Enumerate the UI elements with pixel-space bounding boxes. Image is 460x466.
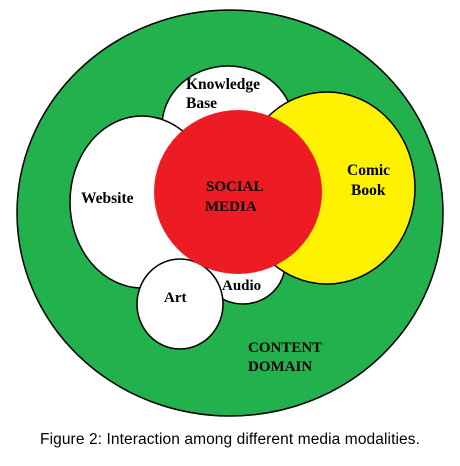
art-circle (136, 258, 224, 350)
figure-caption: Figure 2: Interaction among different me… (40, 431, 420, 448)
knowledge-base-label-line1: Knowledge (186, 76, 260, 93)
art-label: Art (164, 290, 187, 306)
social-media-label-line2: MEDIA (205, 199, 257, 215)
content-domain-label-line1: CONTENT (248, 340, 322, 356)
knowledge-base-label-line2: Base (186, 95, 217, 112)
website-label: Website (81, 190, 134, 207)
social-media-label-line1: SOCIAL (206, 179, 264, 195)
comic-book-label-line1: Comic (347, 162, 390, 179)
social-media-circle (154, 110, 322, 274)
media-modalities-diagram: Knowledge Base Website Comic Book SOCIAL… (16, 9, 444, 417)
content-domain-label-line2: DOMAIN (248, 359, 312, 375)
comic-book-label-line2: Book (351, 182, 386, 199)
audio-label: Audio (222, 278, 261, 294)
